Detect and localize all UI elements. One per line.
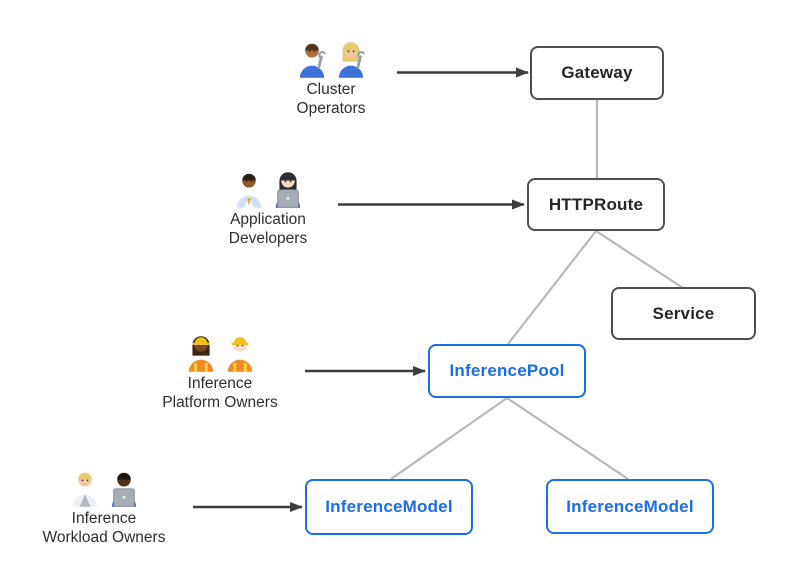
persona-cluster-operators: Cluster Operators	[251, 38, 411, 118]
edge-inferencepool-inferencemodel-2	[506, 397, 629, 480]
persona-inference-platform-owners-icons	[183, 332, 258, 372]
node-service-label: Service	[652, 303, 715, 323]
man-technologist-icon	[106, 467, 142, 508]
node-gateway-label: Gateway	[561, 63, 633, 82]
node-inferencemodel-2-label: InferenceModel	[566, 496, 694, 516]
woman-technologist-icon	[270, 168, 306, 209]
node-service: Service	[611, 287, 756, 340]
persona-application-developers-icons	[231, 168, 306, 209]
woman-mechanic-icon	[333, 38, 369, 78]
persona-cluster-operators-icons	[294, 38, 369, 78]
node-inferencemodel-1: InferenceModel	[305, 479, 473, 535]
health-worker-icon	[67, 467, 103, 507]
persona-inference-platform-owners-label: Inference Platform Owners	[162, 375, 278, 411]
persona-inference-workload-owners: Inference Workload Owners	[24, 467, 184, 547]
edge-httproute-service	[595, 230, 684, 289]
persona-application-developers-label: Application Developers	[228, 211, 308, 247]
node-inferencepool-label: InferencePool	[449, 361, 565, 380]
node-httproute: HTTPRoute	[527, 178, 665, 231]
persona-application-developers: Application Developers	[188, 168, 348, 248]
node-inferencemodel-1-label: InferenceModel	[325, 497, 453, 516]
persona-inference-workload-owners-label: Inference Workload Owners	[42, 510, 166, 546]
man-office-worker-icon	[231, 168, 267, 208]
node-inferencemodel-2: InferenceModel	[546, 479, 714, 534]
man-mechanic-icon	[294, 38, 330, 78]
edge-httproute-inferencepool	[507, 230, 597, 345]
node-httproute-label: HTTPRoute	[548, 194, 644, 214]
node-inferencepool: InferencePool	[428, 344, 586, 398]
man-construction-worker-icon	[222, 332, 258, 372]
edge-inferencepool-inferencemodel-1	[390, 397, 508, 480]
persona-inference-workload-owners-icons	[67, 467, 142, 508]
node-gateway: Gateway	[530, 46, 664, 100]
persona-inference-platform-owners: Inference Platform Owners	[140, 332, 300, 412]
persona-cluster-operators-label: Cluster Operators	[296, 81, 366, 117]
woman-construction-worker-icon	[183, 332, 219, 372]
